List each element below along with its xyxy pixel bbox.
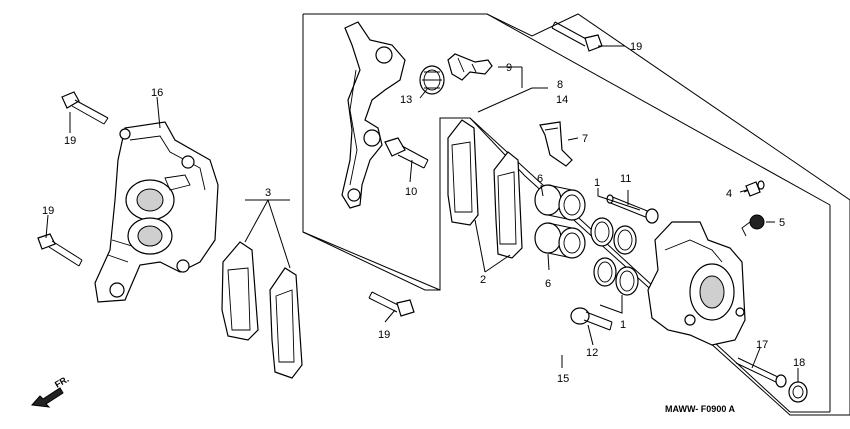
callout-19-left-upper: 19 <box>64 135 76 147</box>
pin-bolt-part-10 <box>384 137 429 169</box>
callout-11: 11 <box>620 173 631 185</box>
callout-labels: 16 19 19 19 19 3 2 9 8 14 13 10 7 6 6 1 … <box>42 41 805 385</box>
callout-13: 13 <box>400 94 412 106</box>
pin-boot-part-13 <box>419 65 445 95</box>
callout-6-upper: 6 <box>537 173 543 185</box>
callout-19-bottom: 19 <box>378 329 390 341</box>
brake-pad-set-part-2 <box>447 119 523 259</box>
callout-5: 5 <box>779 217 785 229</box>
front-direction-arrow: FR. <box>30 374 71 408</box>
piston-part-6-lower <box>534 222 586 259</box>
callout-19-left-lower: 19 <box>42 205 54 217</box>
callout-10: 10 <box>405 186 417 198</box>
caliper-body <box>647 221 746 346</box>
callout-3: 3 <box>265 187 271 199</box>
callout-19-top: 19 <box>630 41 642 53</box>
bleeder-cap-part-5 <box>741 214 765 237</box>
bolt-part-19-top <box>551 21 603 52</box>
callout-1-upper: 1 <box>594 177 600 189</box>
callout-9: 9 <box>506 62 512 74</box>
callout-16: 14 <box>556 94 568 106</box>
callout-2: 2 <box>480 274 486 286</box>
callout-12: 12 <box>586 347 598 359</box>
boot-part-15 <box>788 381 808 403</box>
callout-6-lower: 6 <box>545 278 551 290</box>
callout-7: 7 <box>582 133 588 145</box>
callout-8: 8 <box>557 79 563 91</box>
pad-retainer-part-7 <box>539 121 573 167</box>
callout-1-lower: 1 <box>620 319 626 331</box>
callout-18: 16 <box>151 87 163 99</box>
pin-bolt-part-12 <box>570 307 613 331</box>
front-direction-label: FR. <box>53 374 71 390</box>
diagram-code: MAWW- F0900 A <box>665 404 735 414</box>
bolt-part-19-bottom <box>368 291 415 317</box>
slide-pin-part-11 <box>606 194 659 224</box>
brake-pad-set-part-3 <box>221 241 303 379</box>
bolt-part-19-left-upper <box>61 91 109 125</box>
callout-15: 18 <box>793 357 805 369</box>
leader-lines <box>45 45 799 382</box>
callout-14: 15 <box>557 373 569 385</box>
bolt-part-19-left-lower <box>37 233 83 267</box>
pin-part-17 <box>735 357 787 388</box>
pad-spring-part-9 <box>447 53 493 81</box>
callout-4: 4 <box>726 188 732 200</box>
callout-17: 17 <box>756 339 768 351</box>
caliper-support-bracket <box>341 21 406 209</box>
piston-part-6-upper <box>534 184 586 221</box>
caliper-bracket-part-18 <box>94 121 219 303</box>
bleeder-screw-part-4 <box>743 180 765 197</box>
piston-seals-part-1 <box>590 217 639 296</box>
